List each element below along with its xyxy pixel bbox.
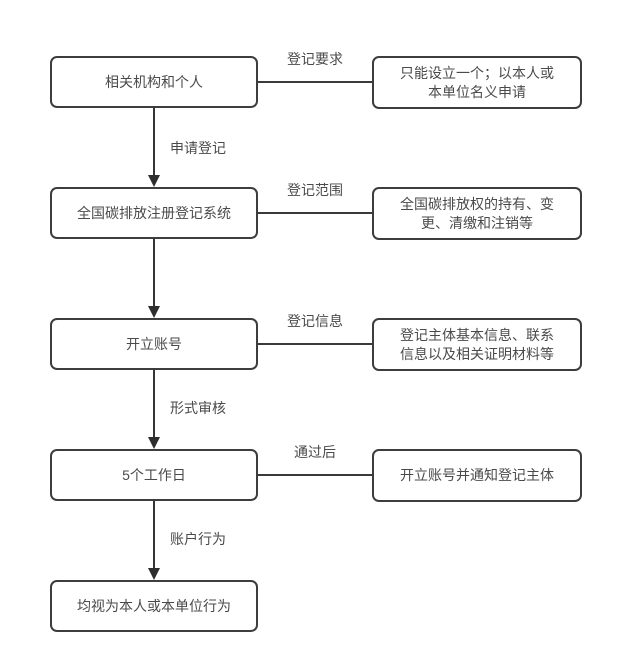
node-label: 均视为本人或本单位行为 (77, 597, 231, 614)
connector-line-2 (258, 212, 372, 214)
node-open-account: 开立账号 (50, 318, 258, 370)
node-deemed-own-behavior: 均视为本人或本单位行为 (50, 580, 258, 632)
arrow-label-account-behavior: 账户行为 (170, 531, 226, 547)
node-label: 全国碳排放注册登记系统 (77, 204, 231, 221)
node-registration-scope-detail: 全国碳排放权的持有、变 更、清缴和注销等 (372, 187, 582, 240)
connector-line-4 (258, 474, 372, 476)
down-arrowhead-icon (148, 306, 160, 318)
connector-line-3 (258, 343, 372, 345)
node-label: 全国碳排放权的持有、变 更、清缴和注销等 (400, 195, 554, 231)
down-arrow-line-3 (153, 370, 155, 439)
node-registration-system: 全国碳排放注册登记系统 (50, 187, 258, 239)
node-label: 开立账号并通知登记主体 (400, 467, 554, 483)
down-arrow-line-2 (153, 239, 155, 308)
node-registration-info-detail: 登记主体基本信息、联系 信息以及相关证明材料等 (372, 318, 582, 371)
node-five-working-days: 5个工作日 (50, 449, 258, 501)
connector-label-after-approval: 通过后 (294, 444, 336, 460)
node-label: 只能设立一个；以本人或 本单位名义申请 (400, 64, 554, 100)
connector-label-registration-info: 登记信息 (287, 313, 343, 329)
node-label: 5个工作日 (122, 466, 186, 483)
connector-label-registration-requirement: 登记要求 (287, 51, 343, 67)
connector-line-1 (258, 81, 372, 83)
node-related-institutions: 相关机构和个人 (50, 56, 258, 108)
node-registration-requirement-detail: 只能设立一个；以本人或 本单位名义申请 (372, 56, 582, 109)
node-label: 登记主体基本信息、联系 信息以及相关证明材料等 (400, 326, 554, 362)
node-account-opened-notify: 开立账号并通知登记主体 (372, 449, 582, 502)
down-arrowhead-icon (148, 175, 160, 187)
down-arrow-line-1 (153, 108, 155, 177)
arrow-label-formal-review: 形式审核 (170, 400, 226, 416)
down-arrowhead-icon (148, 437, 160, 449)
connector-label-registration-scope: 登记范围 (287, 182, 343, 198)
node-label: 相关机构和个人 (105, 73, 203, 90)
down-arrowhead-icon (148, 568, 160, 580)
node-label: 开立账号 (126, 335, 182, 352)
down-arrow-line-4 (153, 501, 155, 570)
arrow-label-apply-registration: 申请登记 (170, 140, 226, 156)
